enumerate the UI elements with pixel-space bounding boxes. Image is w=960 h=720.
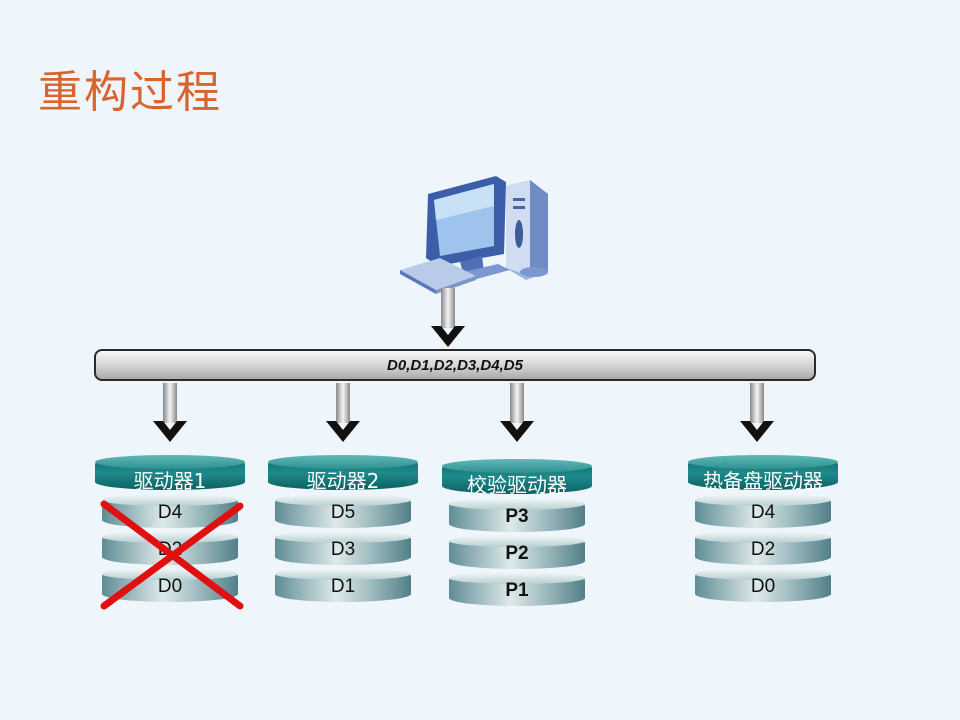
disk-platter: D4 [695, 494, 831, 528]
drive-label: 热备盘驱动器 [703, 469, 823, 493]
hot-spare-drive: 热备盘驱动器 D4 D2 D0 [688, 455, 838, 605]
arrow-down-icon [500, 421, 534, 442]
disk-platter: P3 [449, 498, 585, 532]
slide-title: 重构过程 [38, 67, 222, 118]
drive-cap: 驱动器2 [268, 455, 418, 493]
arrow-down-icon [431, 326, 465, 347]
disk-label: D0 [157, 576, 183, 597]
disk-platter: D1 [275, 568, 411, 602]
arrow-down-icon [326, 421, 360, 442]
bus-to-drive1-arrow [153, 383, 187, 443]
disk-label: P1 [505, 580, 529, 601]
data-bus: D0,D1,D2,D3,D4,D5 [94, 349, 816, 381]
drive-cap: 热备盘驱动器 [688, 455, 838, 493]
disk-platter: P1 [449, 572, 585, 606]
drive-label: 驱动器1 [133, 469, 207, 493]
disk-platter: D2 [695, 531, 831, 565]
disk-label: D2 [750, 539, 776, 560]
disk-label: D4 [750, 502, 776, 523]
bus-to-parity-drive-arrow [500, 383, 534, 443]
red-x-cross-icon [100, 500, 244, 610]
disk-platter: D3 [275, 531, 411, 565]
disk-label: D5 [330, 502, 356, 523]
drive-cap: 校验驱动器 [442, 459, 592, 497]
bus-to-hot-spare-arrow [740, 383, 774, 443]
disk-label: D4 [157, 502, 183, 523]
desktop-computer-icon [400, 176, 548, 294]
arrow-down-icon [740, 421, 774, 442]
disk-label: P2 [505, 543, 529, 564]
drive-label: 驱动器2 [306, 469, 380, 493]
drive-2: 驱动器2 D5 D3 D1 [268, 455, 418, 605]
disk-label: P3 [505, 506, 529, 527]
parity-drive: 校验驱动器 P3 P2 P1 [442, 459, 592, 609]
disk-label: D1 [330, 576, 356, 597]
bus-label: D0,D1,D2,D3,D4,D5 [387, 357, 523, 374]
disk-platter: P2 [449, 535, 585, 569]
bus-to-drive2-arrow [326, 383, 360, 443]
drive-cap: 驱动器1 [95, 455, 245, 493]
disk-platter: D0 [695, 568, 831, 602]
disk-label: D0 [750, 576, 776, 597]
drive-label: 校验驱动器 [467, 473, 567, 497]
disk-label: D3 [330, 539, 356, 560]
computer-to-bus-arrow [431, 288, 465, 348]
arrow-down-icon [153, 421, 187, 442]
disk-platter: D5 [275, 494, 411, 528]
